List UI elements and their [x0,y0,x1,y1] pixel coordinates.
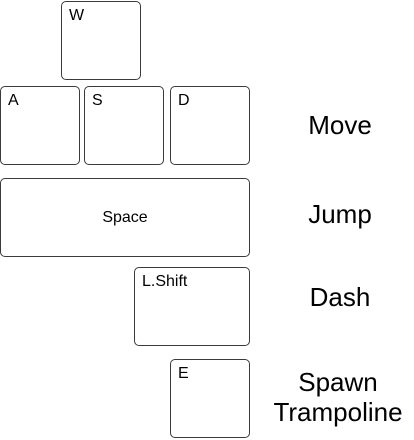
key-space: Space [0,178,250,257]
key-lshift-label: L.Shift [142,273,188,290]
key-d-label: D [178,92,190,109]
key-w: W [61,1,141,80]
key-d: D [170,86,250,165]
key-a: A [0,86,80,165]
action-spawn-trampoline-line1: Spawn [298,367,378,397]
action-spawn-trampoline-line2: Trampoline [273,397,403,427]
key-s: S [84,86,164,165]
action-jump: Jump [308,199,372,229]
action-move: Move [308,110,372,140]
action-dash: Dash [309,282,371,312]
action-spawn-trampoline: Spawn Trampoline [262,367,414,427]
key-s-label: S [92,92,103,109]
key-space-label: Space [102,208,148,226]
key-a-label: A [8,92,19,109]
key-e: E [170,359,250,438]
key-lshift: L.Shift [134,267,250,346]
key-w-label: W [69,7,85,24]
key-e-label: E [178,365,189,382]
